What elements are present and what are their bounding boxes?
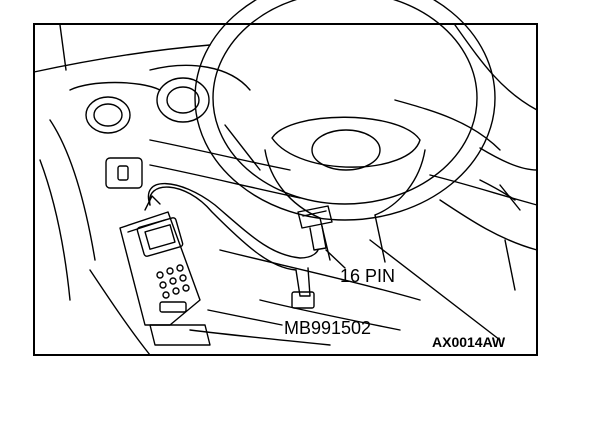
adapter-cable [147, 183, 319, 259]
figure-border [33, 23, 538, 356]
diagnostic-connector [297, 205, 333, 229]
air-vent [156, 77, 210, 123]
leader-line-16pin [325, 249, 346, 269]
steering-wheel [194, 0, 496, 221]
connector-label: 16 PIN [340, 266, 395, 286]
air-vent [85, 96, 131, 134]
dashboard-illustration [33, 0, 538, 356]
switch-panel [105, 157, 143, 189]
tester-unit [119, 195, 211, 346]
leader-line-mb991502 [207, 309, 283, 326]
tool-part-number-label: MB991502 [284, 318, 371, 338]
figure-code: AX0014AW [432, 334, 506, 350]
